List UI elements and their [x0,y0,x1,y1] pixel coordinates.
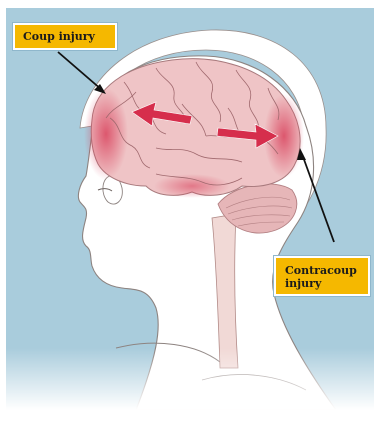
temporal-bruise [154,174,230,198]
coup-pointer-arrow [58,52,106,94]
coup-injury-text: Coup injury [23,30,95,43]
diagram-background [6,8,374,410]
contracoup-injury-label: Contracoup injury [274,256,370,296]
coup-injury-label: Coup injury [13,23,117,50]
bottom-fade [6,348,374,410]
coup-bruise [84,88,128,180]
head-brain-illustration [6,8,374,410]
contracoup-injury-text: Contracoup injury [285,264,357,290]
